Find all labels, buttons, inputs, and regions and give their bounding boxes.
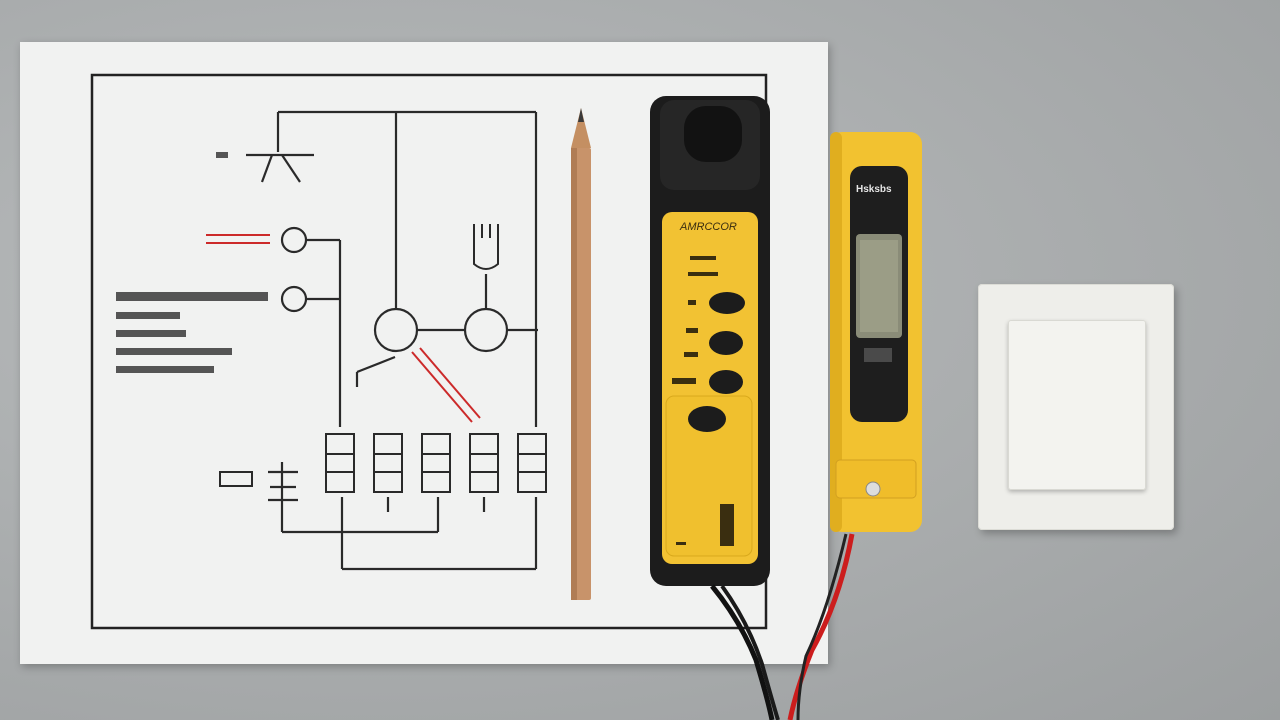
pencil bbox=[571, 108, 591, 600]
wall-light-switch bbox=[978, 284, 1174, 530]
wiring-schematic bbox=[90, 73, 768, 630]
clamp-multimeter bbox=[650, 96, 770, 586]
voltage-tester bbox=[830, 132, 922, 532]
voltage-tester-brand: Hsksbs bbox=[856, 184, 892, 195]
switch-rocker bbox=[1008, 320, 1146, 490]
clamp-meter-label: AMRCCOR bbox=[680, 221, 737, 233]
